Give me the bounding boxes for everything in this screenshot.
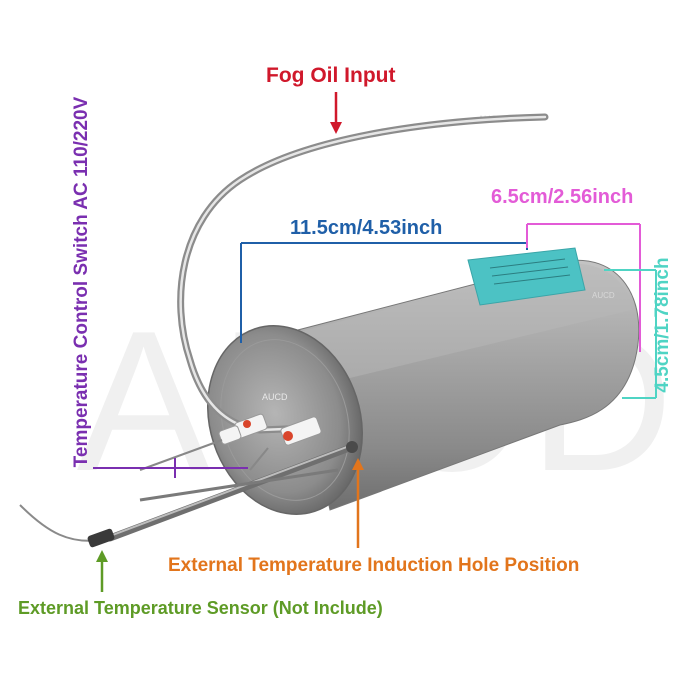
temperature-probe — [19, 441, 358, 548]
switch-bracket — [93, 458, 248, 478]
external-hole-arrow — [352, 458, 364, 548]
fog-oil-input-label: Fog Oil Input — [266, 64, 396, 87]
external-sensor-arrow — [96, 550, 108, 592]
width-dimension — [526, 223, 641, 352]
height-dimension — [604, 269, 657, 399]
terminal-left — [139, 413, 268, 471]
terminal-right — [249, 416, 322, 471]
external-sensor-label: External Temperature Sensor (Not Include… — [18, 598, 383, 618]
watermark-small-end: AUCD — [262, 392, 288, 402]
label-sticker — [467, 247, 586, 306]
external-hole-label: External Temperature Induction Hole Posi… — [168, 555, 580, 576]
height-label: 4.5cm/1.78inch — [652, 257, 673, 393]
length-label: 11.5cm/4.53inch — [290, 217, 443, 239]
fog-oil-arrow — [330, 92, 342, 134]
watermark-small-side: AUCD — [592, 291, 615, 300]
width-label: 6.5cm/2.56inch — [491, 186, 634, 208]
temperature-control-switch-label: Temperature Control Switch AC 110/220V — [71, 96, 92, 468]
